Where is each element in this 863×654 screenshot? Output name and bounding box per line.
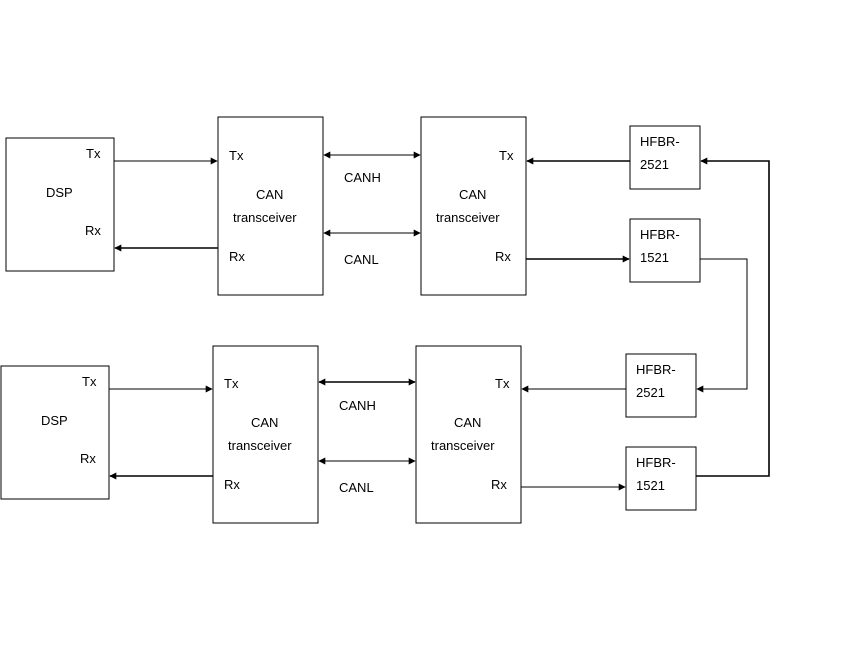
lower-hfbr-2521-line2: 2521: [636, 385, 665, 400]
upper-hfbr-2521-block: [629, 125, 701, 190]
lower-can-transceiver-right: [415, 345, 522, 524]
lower-hfbr-2521-line1: HFBR-: [636, 362, 676, 377]
fiber-link-upper-1521-to-lower-2521: [696, 258, 748, 393]
lower-can-left-line2: transceiver: [228, 438, 292, 453]
lower-canl-label: CANL: [339, 480, 374, 495]
upper-hfbr-1521-block: [629, 218, 701, 283]
upper-row: DSP Tx Rx Tx CAN transceiver Rx Tx CAN t…: [5, 116, 701, 296]
upper-canh-label: CANH: [344, 170, 381, 185]
lower-can-left-tx-label: Tx: [224, 376, 239, 391]
lower-canh-label: CANH: [339, 398, 376, 413]
lower-can-right-rx-label: Rx: [491, 477, 507, 492]
upper-canl-label: CANL: [344, 252, 379, 267]
upper-can-left-line2: transceiver: [233, 210, 297, 225]
upper-can-right-line1: CAN: [459, 187, 486, 202]
upper-dsp-rx-label: Rx: [85, 223, 101, 238]
upper-can-transceiver-right: [420, 116, 527, 296]
lower-dsp-rx-label: Rx: [80, 451, 96, 466]
lower-row: DSP Tx Rx Tx CAN transceiver Rx Tx CAN t…: [0, 345, 697, 524]
upper-dsp-tx-label: Tx: [86, 146, 101, 161]
upper-can-transceiver-left: [217, 116, 324, 296]
lower-can-right-tx-label: Tx: [495, 376, 510, 391]
lower-hfbr-1521-line1: HFBR-: [636, 455, 676, 470]
upper-hfbr-1521-line2: 1521: [640, 250, 669, 265]
lower-hfbr-1521-block: [625, 446, 697, 511]
lower-can-transceiver-left: [212, 345, 319, 524]
upper-hfbr-2521-line1: HFBR-: [640, 134, 680, 149]
upper-hfbr-2521-line2: 2521: [640, 157, 669, 172]
lower-hfbr-1521-line2: 1521: [636, 478, 665, 493]
upper-can-left-tx-label: Tx: [229, 148, 244, 163]
upper-dsp-block: [5, 137, 115, 272]
upper-dsp-title: DSP: [46, 185, 73, 200]
upper-can-left-rx-label: Rx: [229, 249, 245, 264]
lower-can-right-line2: transceiver: [431, 438, 495, 453]
lower-hfbr-2521-block: [625, 353, 697, 418]
upper-can-right-tx-label: Tx: [499, 148, 514, 163]
lower-can-left-rx-label: Rx: [224, 477, 240, 492]
upper-can-left-line1: CAN: [256, 187, 283, 202]
lower-dsp-tx-label: Tx: [82, 374, 97, 389]
lower-dsp-title: DSP: [41, 413, 68, 428]
upper-can-right-rx-label: Rx: [495, 249, 511, 264]
fiber-link-lower-1521-to-upper-2521: [696, 157, 770, 477]
upper-hfbr-1521-line1: HFBR-: [640, 227, 680, 242]
lower-dsp-block: [0, 365, 110, 500]
upper-can-right-line2: transceiver: [436, 210, 500, 225]
lower-can-right-line1: CAN: [454, 415, 481, 430]
lower-can-left-line1: CAN: [251, 415, 278, 430]
